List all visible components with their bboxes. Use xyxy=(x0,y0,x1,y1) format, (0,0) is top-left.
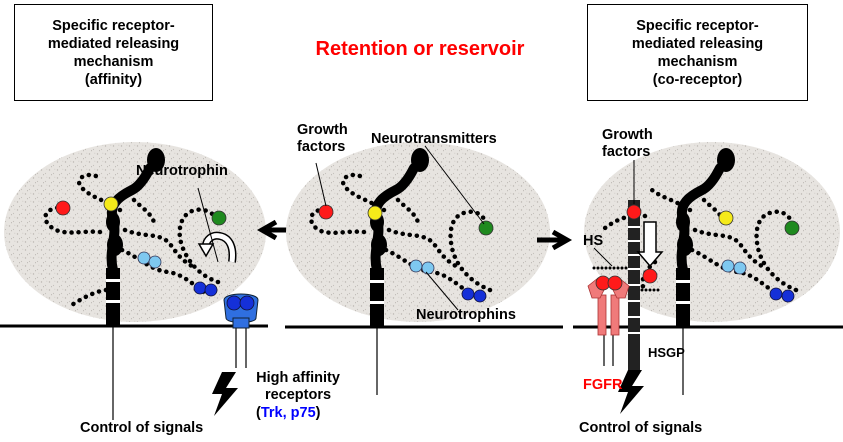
arrow-left-icon xyxy=(256,219,278,241)
matrix-left xyxy=(4,142,266,322)
label-hsgp: HSGP xyxy=(648,345,685,360)
trk-close-paren: ) xyxy=(315,405,321,421)
neurotransmitter-green-left xyxy=(211,210,227,226)
growth-factor-red-left xyxy=(55,200,71,216)
matrix-center xyxy=(286,142,550,322)
trk-p75-text: Trk, p75 xyxy=(260,405,316,421)
affinity-mechanism-box: Specific receptor- mediated releasing me… xyxy=(14,4,213,101)
label-neurotrophins: Neurotrophins xyxy=(416,307,516,323)
neurotransmitter-yellow-left xyxy=(103,196,119,212)
label-control-of-signals-left: Control of signals xyxy=(80,420,204,436)
label-high-affinity-receptors: High affinity receptors xyxy=(256,370,340,403)
fgfr-receptor-icon xyxy=(587,275,630,366)
co-receptor-mechanism-box: Specific receptor- mediated releasing me… xyxy=(587,4,808,101)
release-arrow-icon xyxy=(197,243,215,258)
label-trk-p75: (Trk, p75) xyxy=(256,405,321,422)
co-receptor-mechanism-text: Specific receptor- mediated releasing me… xyxy=(631,17,764,88)
down-arrow-icon xyxy=(636,221,664,268)
label-neurotransmitters: Neurotransmitters xyxy=(371,131,497,147)
label-hs: HS xyxy=(583,233,604,249)
neurotransmitter-yellow-center xyxy=(367,205,383,221)
neurotransmitter-green-center xyxy=(478,220,494,236)
label-neurotrophin: Neurotrophin xyxy=(136,163,228,179)
diagram-title: Retention or reservoir xyxy=(315,38,525,60)
label-growth-factors-right: Growth factors xyxy=(602,127,653,160)
lightning-left-icon xyxy=(212,372,238,416)
trk-open-paren: ( xyxy=(256,405,261,421)
gag-chains-left xyxy=(43,172,221,309)
affinity-mechanism-text: Specific receptor- mediated releasing me… xyxy=(47,17,180,88)
arrow-right-icon xyxy=(551,229,573,251)
label-growth-factors-center: Growth factors xyxy=(297,122,348,155)
label-control-of-signals-right: Control of signals xyxy=(579,420,703,436)
label-fgfr: FGFR xyxy=(583,377,623,393)
growth-factor-red-center xyxy=(318,204,334,220)
lightning-right-icon xyxy=(618,370,644,414)
trk-receptor-icon xyxy=(223,293,259,368)
